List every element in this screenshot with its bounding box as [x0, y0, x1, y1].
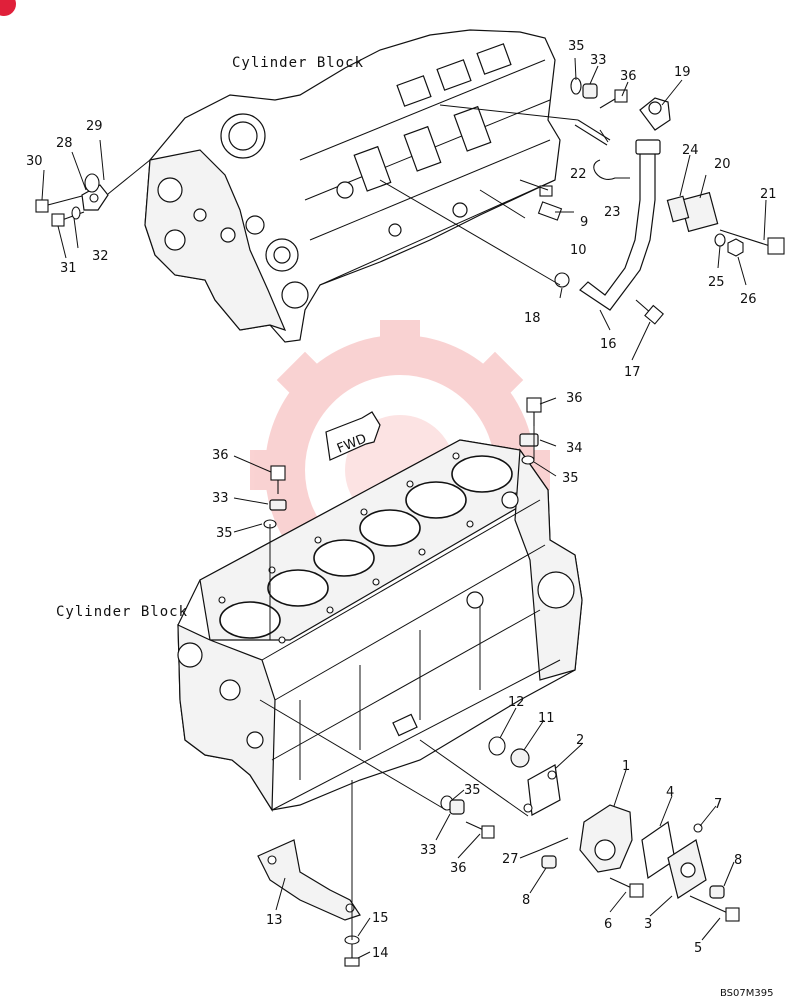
- callout-22: 22: [570, 167, 587, 182]
- callout-labels: 35 33 36 19 29 28 30 32 31 24 20 21 22 2…: [26, 39, 777, 961]
- callout-35: 35: [568, 39, 585, 54]
- upper-cylinder-block: [144, 29, 561, 343]
- callout-35-lower-left: 35: [216, 526, 233, 541]
- callout-1: 1: [622, 759, 630, 774]
- callout-35-lower-right: 35: [562, 471, 579, 486]
- callout-36: 36: [620, 69, 637, 84]
- callout-5: 5: [694, 941, 702, 956]
- callout-29: 29: [86, 119, 103, 134]
- callout-8-left: 8: [522, 893, 530, 908]
- callout-4: 4: [666, 785, 674, 800]
- callout-18: 18: [524, 311, 541, 326]
- callout-11: 11: [538, 711, 555, 726]
- upper-block-title: Cylinder Block: [232, 55, 364, 71]
- callout-20: 20: [714, 157, 731, 172]
- callout-21: 21: [760, 187, 777, 202]
- callout-10: 10: [570, 243, 587, 258]
- callout-33-lower-middle: 33: [420, 843, 437, 858]
- callout-32: 32: [92, 249, 109, 264]
- callout-25: 25: [708, 275, 725, 290]
- lower-block-title: Cylinder Block: [56, 604, 188, 620]
- callout-28: 28: [56, 136, 73, 151]
- callout-30: 30: [26, 154, 43, 169]
- callout-8-right: 8: [734, 853, 742, 868]
- upper-leader-lines: [41, 57, 767, 361]
- callout-33-lower-left: 33: [212, 491, 229, 506]
- callout-33: 33: [590, 53, 607, 68]
- callout-23: 23: [604, 205, 621, 220]
- lower-leader-lines: [233, 397, 735, 959]
- corner-badge: [0, 0, 16, 16]
- callout-34: 34: [566, 441, 583, 456]
- callout-15: 15: [372, 911, 389, 926]
- callout-6: 6: [604, 917, 612, 932]
- upper-parts: [35, 77, 785, 325]
- callout-27: 27: [502, 852, 519, 867]
- callout-19: 19: [674, 65, 691, 80]
- callout-36-lower-right: 36: [566, 391, 583, 406]
- callout-13: 13: [266, 913, 283, 928]
- callout-14: 14: [372, 946, 389, 961]
- drawing-code: BS07M395: [720, 988, 773, 999]
- callout-35-lower-middle: 35: [464, 783, 481, 798]
- callout-9: 9: [580, 215, 588, 230]
- callout-3: 3: [644, 917, 652, 932]
- callout-36-lower-middle: 36: [450, 861, 467, 876]
- callout-16: 16: [600, 337, 617, 352]
- callout-24: 24: [682, 143, 699, 158]
- callout-12: 12: [508, 695, 525, 710]
- callout-2: 2: [576, 733, 584, 748]
- callout-7: 7: [714, 797, 722, 812]
- callout-36-lower-left: 36: [212, 448, 229, 463]
- callout-26: 26: [740, 292, 757, 307]
- callout-31: 31: [60, 261, 77, 276]
- lower-cylinder-block: [177, 439, 583, 812]
- lower-parts: [257, 397, 740, 967]
- callout-17: 17: [624, 365, 641, 380]
